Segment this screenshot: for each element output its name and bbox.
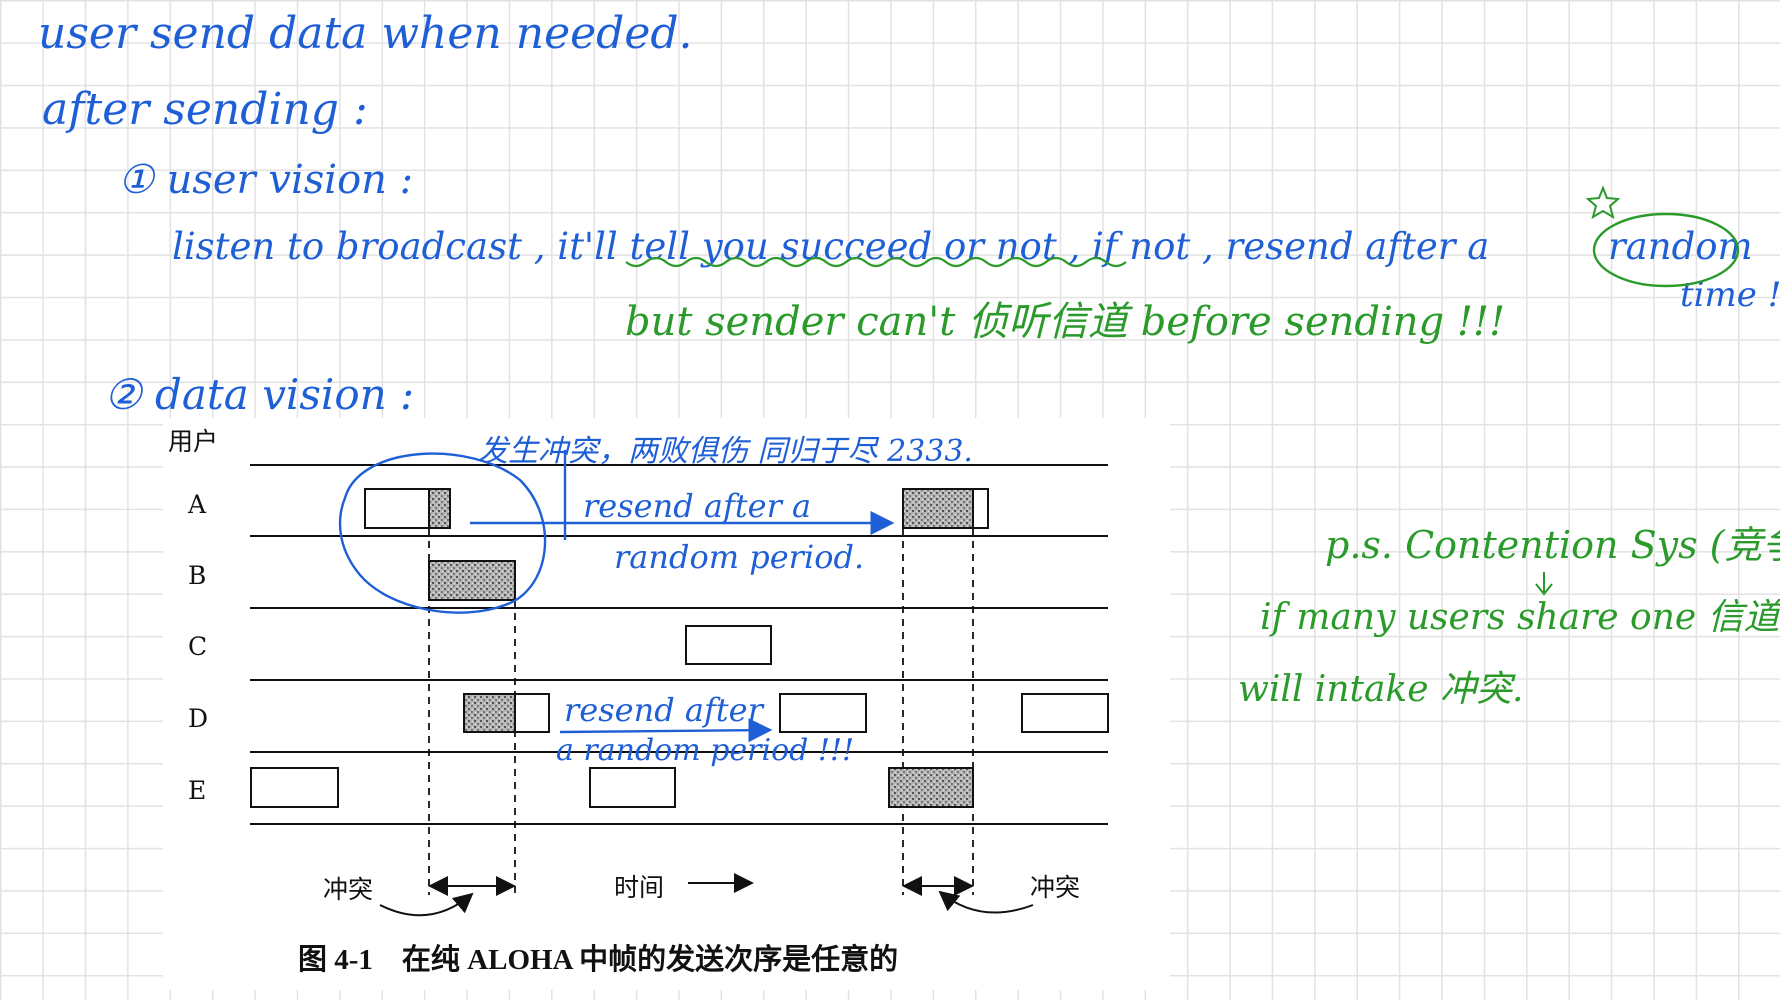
frame-e-1 bbox=[250, 767, 339, 808]
annotation-resend-2b: a random period !!! bbox=[556, 733, 855, 768]
lane-lines bbox=[250, 464, 1108, 825]
frame-d-2 bbox=[779, 693, 867, 733]
frame-d-3 bbox=[1021, 693, 1109, 733]
user-vision-heading: ① user vision : bbox=[118, 157, 414, 203]
annotation-resend-2a: resend after bbox=[564, 691, 763, 729]
frame-d-1 bbox=[514, 693, 550, 733]
collision-label-right: 冲突 bbox=[1030, 873, 1081, 902]
star-icon bbox=[1585, 185, 1621, 220]
side-note-line-2: if many users share one 信道 bbox=[1260, 597, 1780, 638]
side-note-line-3: will intake 冲突. bbox=[1238, 669, 1524, 710]
aloha-figure bbox=[163, 418, 1170, 990]
user-label-b: B bbox=[188, 561, 207, 590]
frame-a-2 bbox=[972, 488, 989, 529]
user-label-d: D bbox=[188, 704, 209, 733]
frame-a-1-collided bbox=[428, 488, 451, 529]
frame-a-2-collided bbox=[902, 488, 974, 529]
collision-circle bbox=[338, 452, 547, 614]
annotation-resend-1b: random period. bbox=[614, 538, 865, 576]
collision-curve-left bbox=[379, 892, 474, 917]
frame-e-2 bbox=[589, 767, 676, 808]
user-vision-text: listen to broadcast , it'll tell you suc… bbox=[172, 225, 1490, 268]
note-line-2: after sending : bbox=[42, 84, 368, 135]
frame-b-1-collided bbox=[428, 560, 516, 601]
random-circle bbox=[1592, 212, 1740, 288]
resend-arrow-2 bbox=[559, 718, 773, 743]
annotation-resend-1a: resend after a bbox=[583, 487, 812, 525]
note-line-1: user send data when needed. bbox=[38, 8, 693, 59]
user-label-a: A bbox=[188, 490, 207, 519]
figure-caption: 图 4-1 在纯 ALOHA 中帧的发送次序是任意的 bbox=[298, 944, 899, 976]
annotation-top: 发生冲突，两败俱伤 同归于尽 2333. bbox=[478, 434, 973, 469]
user-label-e: E bbox=[188, 776, 207, 805]
side-note-line-1: p.s. Contention Sys (竞争). bbox=[1325, 523, 1780, 567]
collision-label-left: 冲突 bbox=[323, 875, 374, 904]
user-label-c: C bbox=[188, 632, 208, 661]
succeed-underline bbox=[625, 256, 1127, 268]
figure-y-title: 用户 bbox=[168, 427, 219, 456]
user-vision-random: random bbox=[1608, 225, 1753, 268]
data-vision-heading: ② data vision : bbox=[104, 370, 415, 419]
time-label: 时间 bbox=[614, 873, 665, 902]
user-vision-but: but sender can't 侦听信道 before sending !!! bbox=[625, 299, 1506, 345]
frame-c-1 bbox=[685, 625, 772, 665]
collision-guides bbox=[428, 528, 974, 895]
side-note-arrow bbox=[1535, 572, 1553, 596]
collision-curve-right bbox=[938, 890, 1034, 914]
frame-e-3 bbox=[888, 767, 974, 808]
